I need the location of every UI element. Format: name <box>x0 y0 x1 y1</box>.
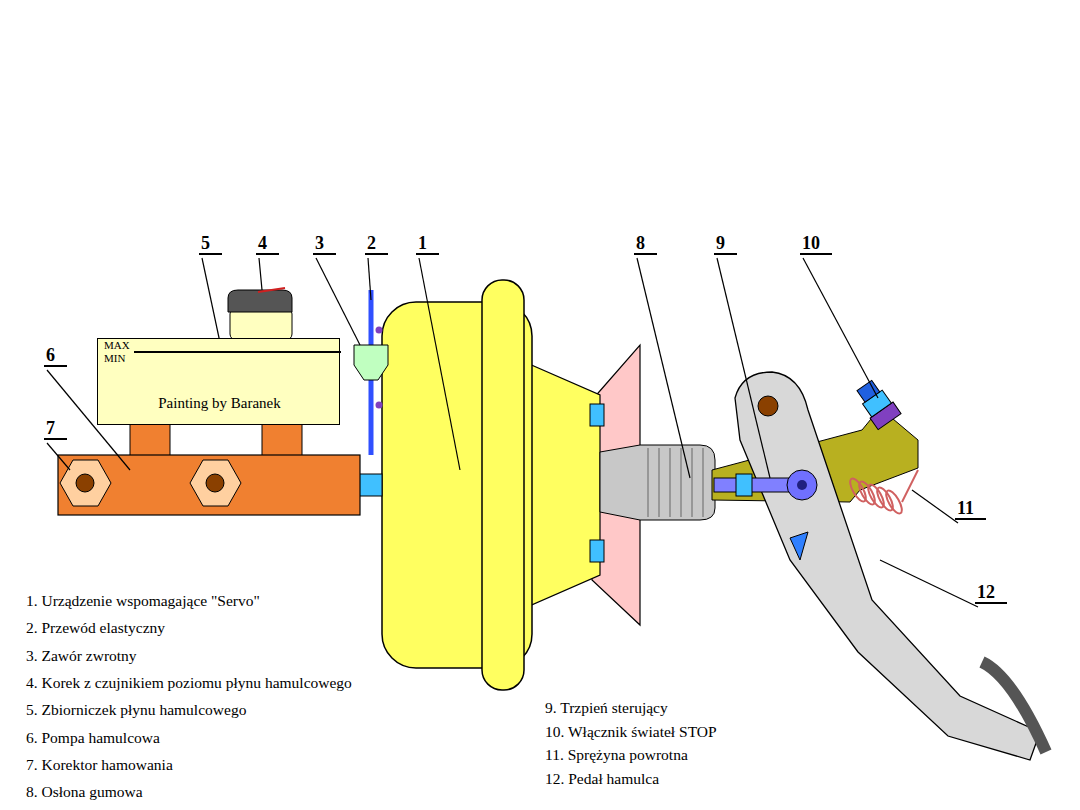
return-spring <box>847 470 918 516</box>
legend-line: 1. Urządzenie wspomagające "Servo" <box>26 592 260 610</box>
bolt <box>590 404 604 426</box>
legend-line: 6. Pompa hamulcowa <box>26 729 160 747</box>
legend-line: 9. Trzpień sterujący <box>545 699 668 717</box>
leader-lines <box>47 258 978 607</box>
legend-line: 5. Zbiorniczek płynu hamulcowego <box>26 701 246 719</box>
clamp <box>376 327 383 334</box>
pedal-stop <box>790 532 808 560</box>
nut-hole <box>76 474 94 492</box>
check-valve <box>354 345 388 380</box>
callout-number: 8 <box>634 233 657 255</box>
rod-pin <box>797 480 807 490</box>
callout-number: 7 <box>44 418 67 440</box>
legend-line: 2. Przewód elastyczny <box>26 619 165 637</box>
pivot <box>758 396 778 416</box>
leader-line <box>316 258 360 345</box>
nut-hole <box>206 474 224 492</box>
callout-number: 2 <box>365 233 388 255</box>
cap-sensor <box>228 290 292 312</box>
fluid-reservoir: MAXMIN Painting by Baranek <box>97 338 340 425</box>
leader-line <box>419 258 460 470</box>
legend-line: 4. Korek z czujnikiem poziomu płynu hamu… <box>26 674 352 692</box>
leader-line <box>637 258 690 478</box>
outlet-nut <box>190 460 241 506</box>
leader-line <box>880 560 978 607</box>
cap-base <box>230 308 292 340</box>
legend-line: 7. Korektor hamowania <box>26 756 173 774</box>
bolt <box>590 540 604 562</box>
callout-number: 5 <box>199 233 222 255</box>
bolt <box>358 474 382 496</box>
legend-line: 12. Pedał hamulca <box>545 770 659 788</box>
rubber-boot <box>600 445 715 520</box>
servo-rim <box>482 280 524 690</box>
level-line <box>98 339 341 369</box>
leader-line <box>47 443 70 470</box>
leader-line <box>259 258 262 290</box>
callout-number: 11 <box>955 498 986 520</box>
callout-number: 6 <box>44 345 67 367</box>
legend-line: 11. Sprężyna powrotna <box>545 746 688 764</box>
legend-line: 10. Włącznik świateł STOP <box>545 723 717 741</box>
leader-line <box>717 258 770 478</box>
reservoir-leg <box>262 420 302 460</box>
master-cylinder <box>58 455 360 515</box>
level-mark: MAX <box>104 339 130 351</box>
rod-eye <box>787 470 817 500</box>
boot-folds <box>648 448 703 517</box>
brake-pedal <box>735 372 1040 760</box>
pedal-pad <box>982 662 1046 752</box>
callout-number: 9 <box>714 233 737 255</box>
callout-number: 10 <box>800 233 832 255</box>
callout-number: 1 <box>416 233 439 255</box>
reservoir-leg <box>130 420 170 460</box>
callout-number: 4 <box>256 233 279 255</box>
watermark: Painting by Baranek <box>158 395 280 411</box>
leader-line <box>912 490 958 523</box>
level-mark: MIN <box>104 352 125 364</box>
callout-number: 3 <box>313 233 336 255</box>
stop-switch <box>853 377 901 429</box>
legend-line: 8. Osłona gumowa <box>26 783 143 801</box>
leader-line <box>803 258 878 398</box>
legend-line: 3. Zawór zwrotny <box>26 647 137 665</box>
clamp <box>376 402 383 409</box>
rod-nut <box>736 474 752 496</box>
leader-line <box>368 258 371 300</box>
callout-number: 12 <box>975 582 1007 604</box>
